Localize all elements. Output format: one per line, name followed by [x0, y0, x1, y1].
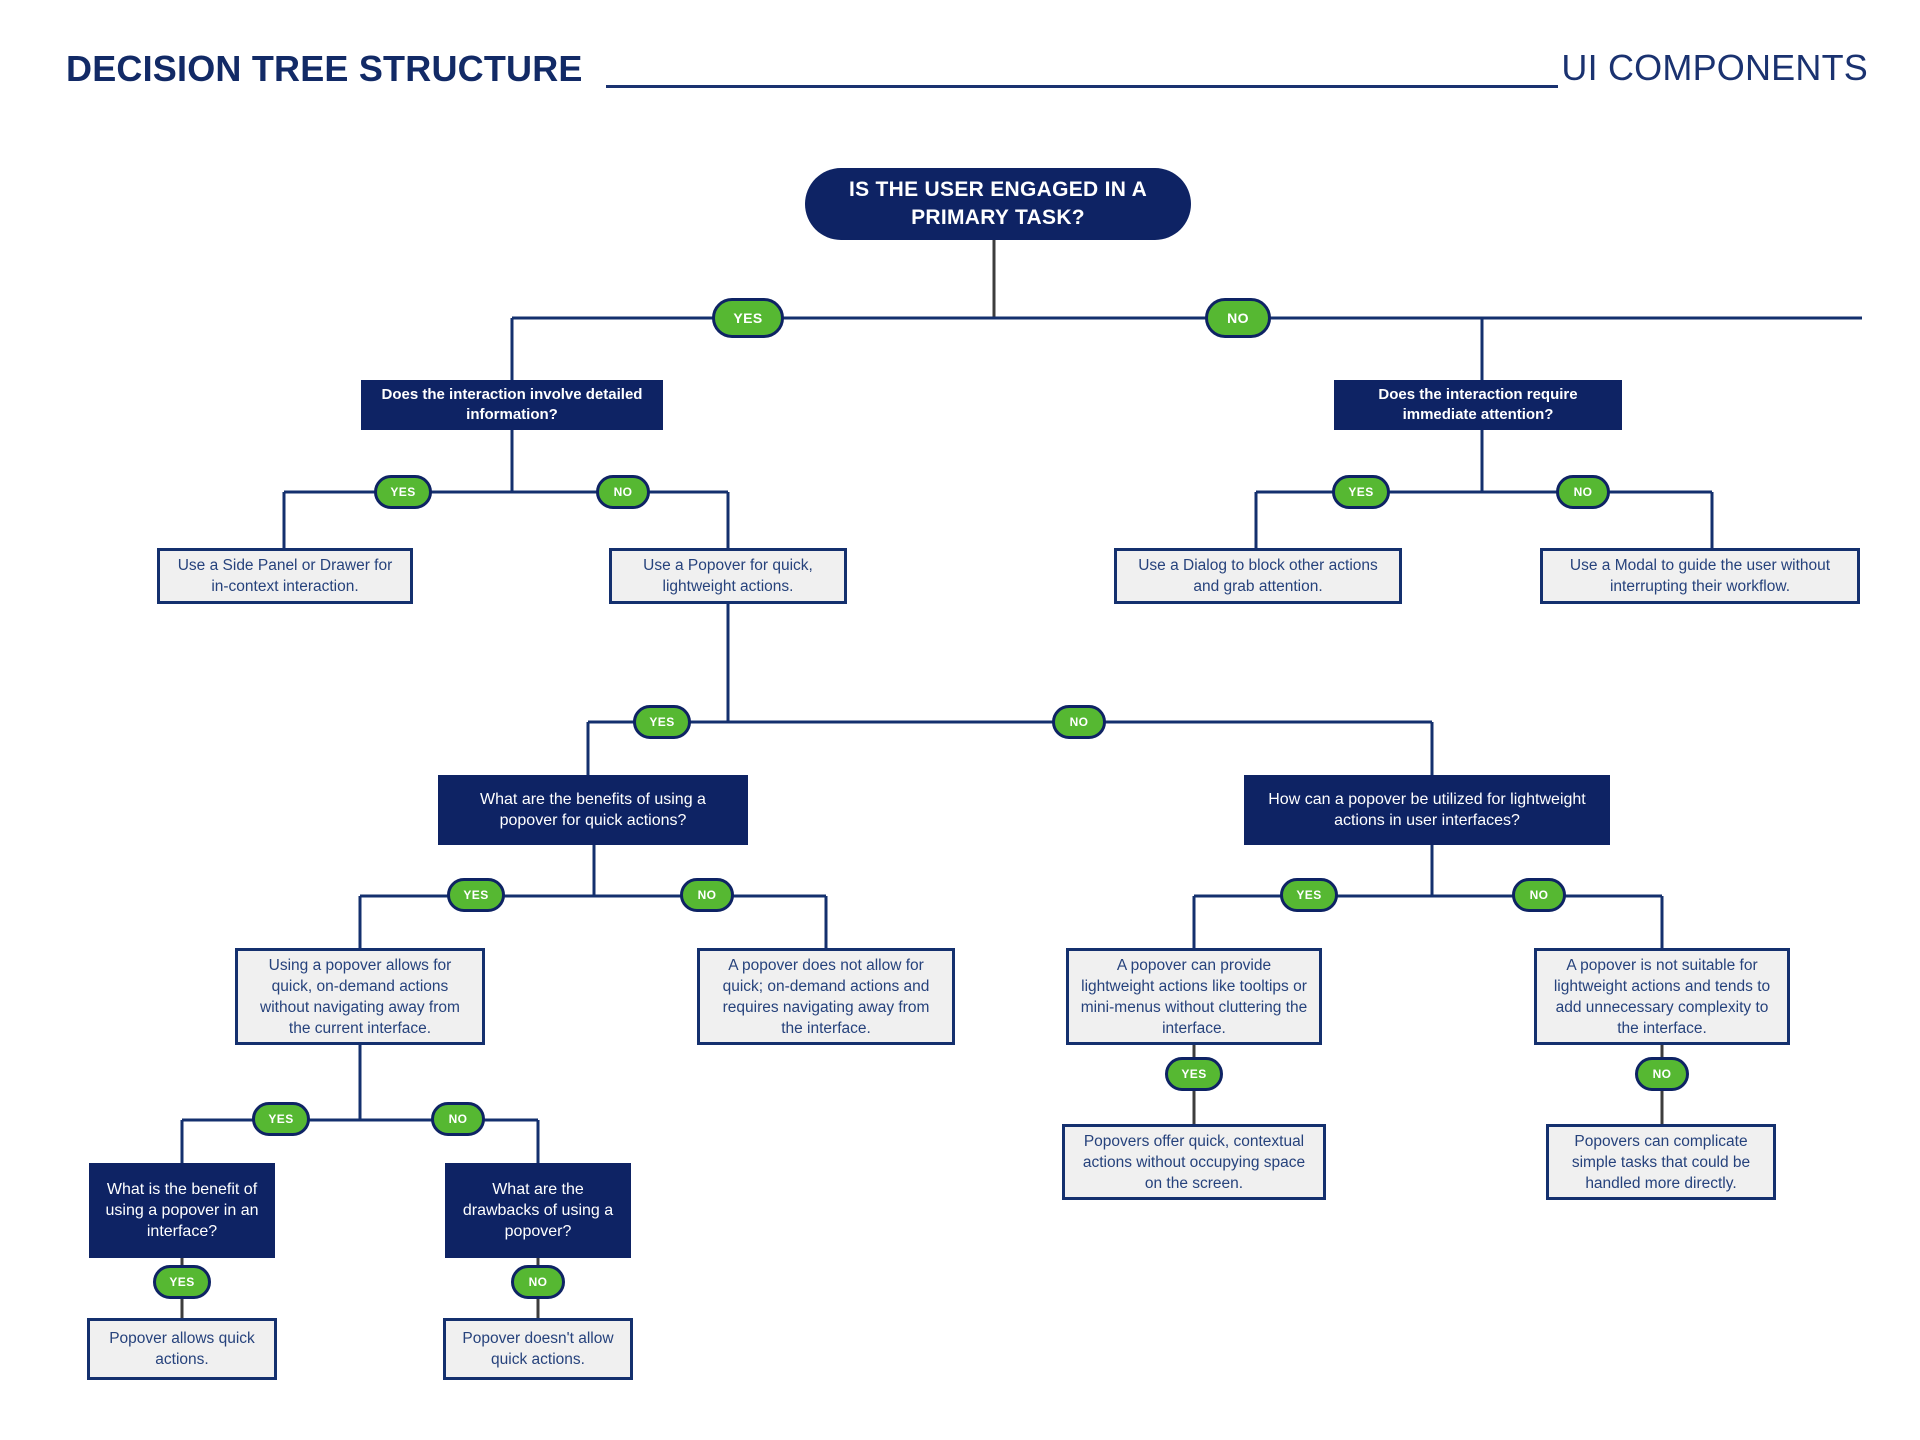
badge-no-detailed-info[interactable]: NO — [596, 475, 650, 509]
node-answer-benefit-yes[interactable]: Using a popover allows for quick, on-dem… — [235, 948, 485, 1045]
node-answer-popover[interactable]: Use a Popover for quick, lightweight act… — [609, 548, 847, 604]
page-title: DECISION TREE STRUCTURE — [66, 48, 583, 89]
node-answer-dialog-label: Use a Dialog to block other actions and … — [1138, 557, 1378, 595]
node-question-immediate-attention-label: Does the interaction require immediate a… — [1378, 386, 1578, 423]
badge-no-popover-branch-label: NO — [1069, 715, 1089, 729]
badge-no-drawbacks-followup-label: NO — [448, 1112, 468, 1126]
node-question-popover-benefits-label: What are the benefits of using a popover… — [480, 791, 706, 829]
page-header: DECISION TREE STRUCTURE UI COMPONENTS — [0, 0, 1920, 110]
node-answer-utilized-yes[interactable]: A popover can provide lightweight action… — [1066, 948, 1322, 1045]
badge-yes-popover-branch-label: YES — [649, 715, 675, 729]
node-answer-benefit-no-label: A popover does not allow for quick; on-d… — [722, 956, 930, 1037]
node-answer-popover-label: Use a Popover for quick, lightweight act… — [643, 557, 813, 595]
badge-no-complicate[interactable]: NO — [1635, 1057, 1689, 1091]
node-answer-utilized-yes-label: A popover can provide lightweight action… — [1080, 956, 1308, 1037]
node-answer-benefit-yes-label: Using a popover allows for quick, on-dem… — [260, 956, 460, 1037]
badge-no-notallows-label: NO — [528, 1275, 548, 1289]
badge-yes-root[interactable]: YES — [712, 298, 784, 338]
badge-no-utilized[interactable]: NO — [1512, 878, 1566, 912]
node-question-benefit-in-interface-label: What is the benefit of using a popover i… — [105, 1181, 259, 1240]
node-question-drawbacks-label: What are the drawbacks of using a popove… — [462, 1181, 614, 1240]
badge-yes-allows-label: YES — [169, 1275, 195, 1289]
node-answer-modal-label: Use a Modal to guide the user without in… — [1569, 557, 1831, 595]
node-answer-modal[interactable]: Use a Modal to guide the user without in… — [1540, 548, 1860, 604]
node-question-detailed-info-label: Does the interaction involve detailed in… — [381, 386, 643, 423]
badge-yes-popover-branch[interactable]: YES — [633, 705, 691, 739]
badge-no-root[interactable]: NO — [1205, 298, 1271, 338]
badge-yes-allows[interactable]: YES — [153, 1265, 211, 1299]
node-answer-complicate[interactable]: Popovers can complicate simple tasks tha… — [1546, 1124, 1776, 1200]
badge-yes-benefit-followup-label: YES — [268, 1112, 294, 1126]
header-right-label: UI COMPONENTS — [1561, 47, 1868, 88]
badge-yes-root-label: YES — [733, 310, 763, 326]
node-answer-side-panel-label: Use a Side Panel or Drawer for in-contex… — [177, 557, 393, 595]
badge-yes-utilized[interactable]: YES — [1280, 878, 1338, 912]
node-answer-dialog[interactable]: Use a Dialog to block other actions and … — [1114, 548, 1402, 604]
badge-no-root-label: NO — [1227, 310, 1249, 326]
badge-yes-contextual-label: YES — [1181, 1067, 1207, 1081]
node-root-question-label: IS THE USER ENGAGED IN A PRIMARY TASK? — [848, 178, 1148, 229]
node-question-popover-benefits[interactable]: What are the benefits of using a popover… — [438, 775, 748, 845]
node-answer-popover-allows-label: Popover allows quick actions. — [109, 1330, 255, 1368]
node-answer-contextual[interactable]: Popovers offer quick, contextual actions… — [1062, 1124, 1326, 1200]
badge-yes-utilized-label: YES — [1296, 888, 1322, 902]
node-answer-utilized-no-label: A popover is not suitable for lightweigh… — [1553, 956, 1771, 1037]
badge-no-notallows[interactable]: NO — [511, 1265, 565, 1299]
node-answer-side-panel[interactable]: Use a Side Panel or Drawer for in-contex… — [157, 548, 413, 604]
node-answer-benefit-no[interactable]: A popover does not allow for quick; on-d… — [697, 948, 955, 1045]
badge-no-complicate-label: NO — [1652, 1067, 1672, 1081]
badge-no-popover-branch[interactable]: NO — [1052, 705, 1106, 739]
node-question-benefit-in-interface[interactable]: What is the benefit of using a popover i… — [89, 1163, 275, 1258]
badge-no-immediate-attention[interactable]: NO — [1556, 475, 1610, 509]
badge-yes-benefits-label: YES — [463, 888, 489, 902]
badge-yes-immediate-attention-label: YES — [1348, 485, 1374, 499]
node-answer-utilized-no[interactable]: A popover is not suitable for lightweigh… — [1534, 948, 1790, 1045]
badge-yes-detailed-info-label: YES — [390, 485, 416, 499]
badge-yes-benefits[interactable]: YES — [447, 878, 505, 912]
badge-yes-benefit-followup[interactable]: YES — [252, 1102, 310, 1136]
node-question-popover-utilized-label: How can a popover be utilized for lightw… — [1268, 791, 1586, 829]
node-answer-popover-not-allows[interactable]: Popover doesn't allow quick actions. — [443, 1318, 633, 1380]
node-answer-popover-allows[interactable]: Popover allows quick actions. — [87, 1318, 277, 1380]
node-root-question[interactable]: IS THE USER ENGAGED IN A PRIMARY TASK? — [805, 168, 1191, 240]
node-question-popover-utilized[interactable]: How can a popover be utilized for lightw… — [1244, 775, 1610, 845]
badge-yes-immediate-attention[interactable]: YES — [1332, 475, 1390, 509]
badge-yes-contextual[interactable]: YES — [1165, 1057, 1223, 1091]
badge-yes-detailed-info[interactable]: YES — [374, 475, 432, 509]
node-question-drawbacks[interactable]: What are the drawbacks of using a popove… — [445, 1163, 631, 1258]
node-answer-popover-not-allows-label: Popover doesn't allow quick actions. — [462, 1330, 614, 1368]
badge-no-detailed-info-label: NO — [613, 485, 633, 499]
badge-no-drawbacks-followup[interactable]: NO — [431, 1102, 485, 1136]
header-divider-rule — [606, 85, 1558, 88]
node-answer-contextual-label: Popovers offer quick, contextual actions… — [1082, 1132, 1306, 1192]
node-question-immediate-attention[interactable]: Does the interaction require immediate a… — [1334, 380, 1622, 430]
badge-no-immediate-attention-label: NO — [1573, 485, 1593, 499]
badge-no-benefits[interactable]: NO — [680, 878, 734, 912]
badge-no-benefits-label: NO — [697, 888, 717, 902]
badge-no-utilized-label: NO — [1529, 888, 1549, 902]
node-question-detailed-info[interactable]: Does the interaction involve detailed in… — [361, 380, 663, 430]
node-answer-complicate-label: Popovers can complicate simple tasks tha… — [1571, 1132, 1751, 1192]
